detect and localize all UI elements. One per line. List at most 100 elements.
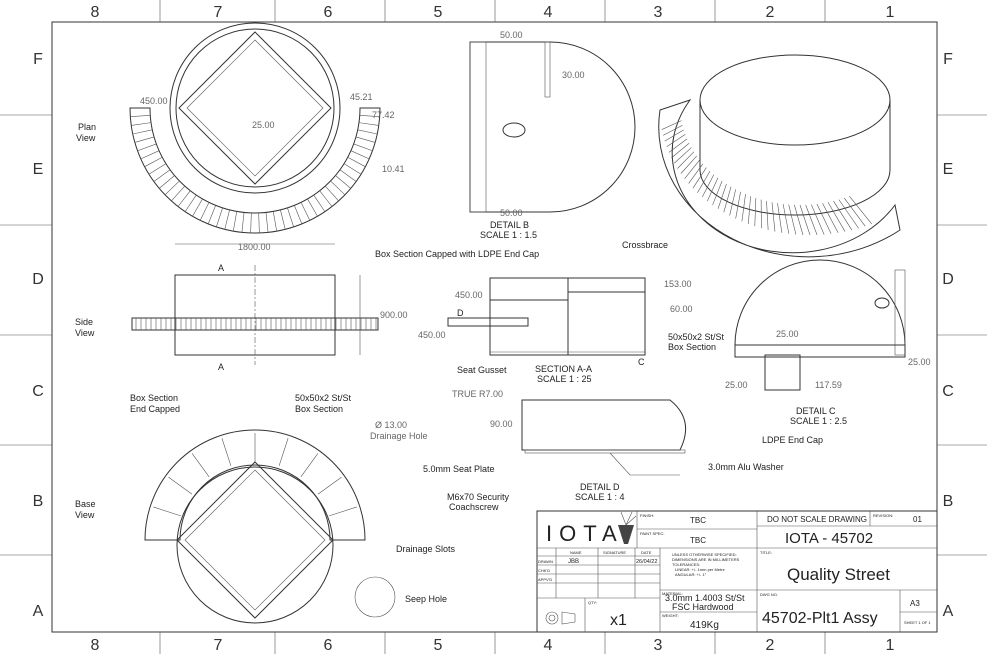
col-label: 1 — [886, 637, 895, 654]
slat-line — [717, 183, 727, 209]
svg-text:SCALE 1 : 2.5: SCALE 1 : 2.5 — [790, 416, 847, 426]
slat-line — [811, 204, 825, 235]
slat-line — [307, 198, 318, 217]
svg-text:Coachscrew: Coachscrew — [449, 502, 499, 512]
svg-text:QTY:: QTY: — [588, 600, 597, 605]
slat-line — [159, 175, 175, 189]
slat-line — [794, 204, 804, 235]
slat-line — [329, 506, 357, 517]
svg-text:SHEET 1 OF 1: SHEET 1 OF 1 — [904, 620, 931, 625]
svg-text:Box Section: Box Section — [668, 342, 716, 352]
svg-text:TITLE:: TITLE: — [760, 550, 772, 555]
svg-text:D: D — [457, 308, 464, 318]
svg-text:30.00: 30.00 — [562, 70, 585, 80]
col-label: 6 — [324, 4, 333, 21]
slat-line — [319, 190, 333, 207]
slat-line — [671, 143, 690, 159]
slat-line — [674, 147, 692, 164]
col-label: 8 — [91, 4, 100, 21]
svg-text:FINISH:: FINISH: — [640, 513, 654, 518]
slat-line — [300, 202, 311, 221]
row-label: E — [943, 161, 954, 178]
svg-text:Base: Base — [75, 499, 96, 509]
slat-line — [666, 134, 686, 148]
svg-text:PAINT SPEC:: PAINT SPEC: — [640, 531, 665, 536]
svg-text:419Kg: 419Kg — [690, 620, 719, 631]
svg-text:450.00: 450.00 — [455, 290, 483, 300]
svg-text:50.00: 50.00 — [500, 208, 523, 218]
slat-line — [799, 204, 811, 236]
slat-line — [788, 204, 797, 235]
slat-line — [805, 204, 818, 235]
slat-line — [350, 150, 370, 160]
svg-text:45702-Plt1 Assy: 45702-Plt1 Assy — [762, 610, 878, 627]
svg-text:01: 01 — [913, 515, 922, 524]
svg-text:DATE: DATE — [641, 550, 652, 555]
slat-line — [192, 198, 203, 217]
svg-text:50.00: 50.00 — [500, 30, 523, 40]
detail-c: 50x50x2 St/St Box Section LDPE End Cap 2… — [668, 259, 931, 445]
svg-text:SCALE 1 : 25: SCALE 1 : 25 — [537, 374, 592, 384]
svg-text:End Capped: End Capped — [130, 404, 180, 414]
slat-line — [241, 212, 245, 233]
svg-text:26/04/22: 26/04/22 — [636, 559, 657, 565]
svg-text:DETAIL B: DETAIL B — [490, 220, 529, 230]
slat-line — [849, 195, 872, 225]
slat-line — [827, 202, 846, 232]
svg-text:Box Section Capped with LDPE: Box Section Capped with LDPE End Cap — [375, 249, 539, 259]
svg-text:153.00: 153.00 — [664, 279, 692, 289]
svg-text:SIGNATURE: SIGNATURE — [603, 550, 626, 555]
slat-line — [164, 180, 180, 196]
slat-line — [741, 194, 746, 222]
svg-text:SCALE 1 : 1.5: SCALE 1 : 1.5 — [480, 230, 537, 240]
column-labels-bottom: 8 7 6 5 4 3 2 1 — [91, 637, 895, 654]
slat-line — [692, 167, 707, 189]
svg-text:Side: Side — [75, 317, 93, 327]
slat-line — [735, 191, 741, 219]
drawing-border — [51, 21, 938, 633]
base-view: Box Section End Capped 50x50x2 St/St Box… — [75, 393, 456, 624]
col-label: 4 — [544, 637, 553, 654]
svg-text:SECTION A-A: SECTION A-A — [535, 364, 592, 374]
row-label: A — [943, 603, 954, 620]
diamond-frame — [178, 31, 332, 185]
slat-line — [221, 438, 232, 466]
slat-line — [278, 438, 289, 466]
slat-line — [680, 155, 697, 174]
svg-text:3.0mm 1.4003 St/St: 3.0mm 1.4003 St/St — [665, 593, 745, 603]
slat-line — [280, 209, 286, 230]
slat-line — [258, 212, 260, 233]
slat-line — [359, 115, 380, 118]
svg-text:Crossbrace: Crossbrace — [622, 240, 668, 250]
slat-line — [317, 476, 342, 495]
svg-text:25.00: 25.00 — [252, 120, 275, 130]
svg-text:TBC: TBC — [690, 516, 706, 525]
isometric-view — [658, 54, 901, 258]
svg-text:1800.00: 1800.00 — [238, 242, 271, 252]
row-label: C — [32, 383, 44, 400]
slat-line — [153, 169, 171, 182]
slat-line — [134, 136, 155, 143]
svg-text:LINEAR: +/- 1mm per Metre: LINEAR: +/- 1mm per Metre — [675, 567, 725, 572]
slat-line — [347, 157, 366, 167]
svg-text:TRUE R7.00: TRUE R7.00 — [452, 389, 503, 399]
base-seat-ring — [144, 429, 366, 541]
slat-line — [822, 203, 839, 233]
svg-text:Drainage Hole: Drainage Hole — [370, 431, 428, 441]
svg-text:IOTA - 45702: IOTA - 45702 — [785, 530, 873, 547]
seat-section — [447, 317, 529, 327]
slat-line — [191, 453, 210, 478]
slat-line — [339, 169, 357, 182]
col-label: 4 — [544, 4, 553, 21]
row-label: D — [942, 271, 954, 288]
svg-text:FSC Hardwood: FSC Hardwood — [672, 602, 734, 612]
svg-text:TBC: TBC — [690, 536, 706, 545]
svg-text:25.00: 25.00 — [776, 329, 799, 339]
row-label: B — [943, 493, 954, 510]
row-label: C — [942, 383, 954, 400]
slat-line — [265, 212, 269, 233]
slat-line — [754, 197, 757, 227]
svg-text:DIMENSIONS ARE IN MILLIMETERS: DIMENSIONS ARE IN MILLIMETERS — [672, 557, 740, 562]
svg-text:View: View — [75, 510, 95, 520]
